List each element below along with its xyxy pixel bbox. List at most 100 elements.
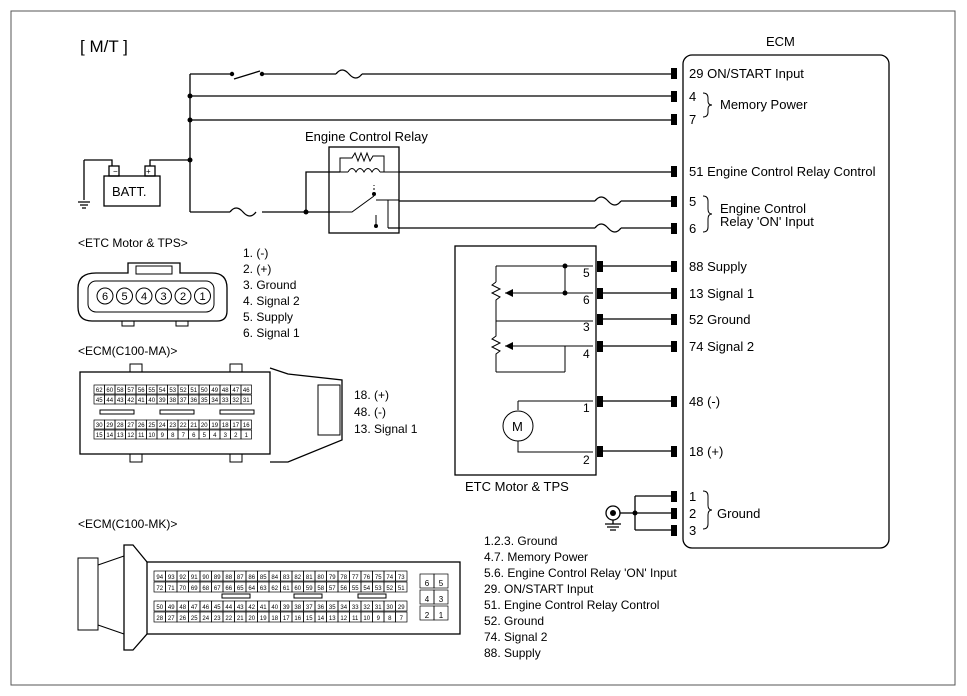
ma-pin: 40 bbox=[148, 398, 155, 404]
ecm-pin-2-num: 2 bbox=[689, 506, 696, 521]
ecm-pin-51-terminal bbox=[671, 166, 677, 177]
mk-pin: 47 bbox=[191, 605, 198, 611]
mk-pin: 11 bbox=[352, 616, 359, 622]
ma-pin: 6 bbox=[192, 433, 196, 439]
ma-legend-3: 13. Signal 1 bbox=[354, 422, 418, 436]
fuse-icon bbox=[229, 207, 257, 217]
plus-icon: + bbox=[146, 167, 151, 176]
ma-pin: 38 bbox=[169, 398, 176, 404]
ma-pin: 44 bbox=[106, 398, 113, 404]
mk-pin-cell bbox=[395, 611, 408, 623]
ecm-pin-51-num: 51 bbox=[689, 164, 703, 179]
mk-pin: 30 bbox=[386, 605, 393, 611]
ecm-pin-48-terminal bbox=[671, 396, 677, 407]
etc-box-label: ETC Motor & TPS bbox=[465, 479, 569, 494]
mk-legend-4: 29. ON/START Input bbox=[484, 582, 594, 596]
svg-text:29 ON/START Input: 29 ON/START Input bbox=[689, 66, 804, 81]
ground-icon bbox=[78, 201, 90, 209]
mk-pin: 24 bbox=[202, 616, 209, 622]
ecm-pin-52: 52 Ground bbox=[671, 312, 750, 327]
ma-pin: 22 bbox=[180, 423, 187, 429]
ecm-pin-51: 51 Engine Control Relay Control bbox=[671, 164, 876, 179]
ground-label: Ground bbox=[717, 506, 760, 521]
etc-conn-pin: 3 bbox=[160, 291, 166, 303]
mk-pin: 82 bbox=[294, 575, 301, 581]
ma-pin: 53 bbox=[169, 388, 176, 394]
ma-pin: 3 bbox=[224, 433, 228, 439]
mk-pin: 17 bbox=[283, 616, 290, 622]
ma-pin: 42 bbox=[127, 398, 134, 404]
ecm-pin-74: 74 Signal 2 bbox=[671, 339, 754, 354]
mk-side-pin: 5 bbox=[439, 579, 444, 588]
ma-pin: 32 bbox=[232, 398, 239, 404]
ma-pin: 7 bbox=[182, 433, 186, 439]
mk-pin: 59 bbox=[306, 586, 313, 592]
mk-pin: 9 bbox=[377, 616, 381, 622]
etc-legend-2: 2. (+) bbox=[243, 262, 271, 276]
ma-pin: 30 bbox=[96, 423, 103, 429]
ma-pin-cell bbox=[240, 419, 252, 430]
mk-pin: 31 bbox=[375, 605, 382, 611]
etc-connector-body bbox=[77, 262, 228, 322]
ma-pin: 43 bbox=[117, 398, 124, 404]
ma-pin: 17 bbox=[232, 423, 239, 429]
mk-pin-cell bbox=[395, 600, 408, 612]
mk-legend-6: 52. Ground bbox=[484, 614, 544, 628]
etc-conn-pin: 5 bbox=[121, 291, 127, 303]
ma-legend-2: 48. (-) bbox=[354, 405, 386, 419]
mk-pin: 69 bbox=[191, 586, 198, 592]
ma-pin: 21 bbox=[190, 423, 197, 429]
ma-pin: 4 bbox=[213, 433, 217, 439]
mk-pin: 42 bbox=[248, 605, 255, 611]
mk-pin: 81 bbox=[306, 575, 313, 581]
ecm-label: ECM bbox=[766, 34, 795, 49]
ma-pin: 23 bbox=[169, 423, 176, 429]
etc-conn-pin-circle bbox=[194, 287, 211, 305]
engine-control-relay: Engine Control Relay bbox=[305, 129, 428, 234]
memory-power-brace bbox=[702, 92, 713, 118]
ecm-ground bbox=[605, 495, 671, 531]
etc-conn-pin-circle bbox=[135, 287, 153, 305]
mk-pin: 29 bbox=[398, 605, 405, 611]
ma-pin: 31 bbox=[243, 398, 250, 404]
ecm-pin-2: 2 bbox=[671, 506, 696, 521]
mk-pin: 70 bbox=[179, 586, 186, 592]
mk-pin: 79 bbox=[329, 575, 336, 581]
mk-pin: 10 bbox=[363, 616, 370, 622]
etc-pin-5: 5 bbox=[583, 266, 590, 280]
mk-pin: 92 bbox=[179, 575, 186, 581]
ma-pin: 27 bbox=[127, 423, 134, 429]
etc-conn-pin-circle bbox=[96, 287, 114, 305]
mk-pin: 22 bbox=[225, 616, 232, 622]
mk-legend-3: 5.6. Engine Control Relay 'ON' Input bbox=[484, 566, 677, 580]
ma-pin: 46 bbox=[243, 388, 250, 394]
mk-pin: 80 bbox=[317, 575, 324, 581]
ecm-pin-74-terminal bbox=[671, 341, 677, 352]
mk-title: <ECM(C100-MK)> bbox=[78, 517, 177, 531]
ma-pin: 26 bbox=[138, 423, 145, 429]
ma-pin: 12 bbox=[127, 433, 134, 439]
etc-pin-3: 3 bbox=[583, 320, 590, 334]
ecm-pin-48-num: 48 bbox=[689, 394, 703, 409]
ma-pin: 11 bbox=[138, 433, 145, 439]
ma-pin: 29 bbox=[106, 423, 113, 429]
mk-pin: 23 bbox=[214, 616, 221, 622]
mk-pin: 71 bbox=[168, 586, 175, 592]
mk-pin: 66 bbox=[225, 586, 232, 592]
power-wiring bbox=[187, 69, 671, 217]
mk-pin: 38 bbox=[294, 605, 301, 611]
ecm-pin-6: 6 bbox=[671, 221, 696, 236]
ecm-pin-5: 5 bbox=[671, 194, 696, 209]
mk-pin: 36 bbox=[317, 605, 324, 611]
ma-pin: 5 bbox=[203, 433, 207, 439]
etc-conn-title: <ETC Motor & TPS> bbox=[78, 236, 188, 250]
ma-pin: 8 bbox=[171, 433, 175, 439]
ecm-pin-7-terminal bbox=[671, 114, 677, 125]
svg-text:52 Ground: 52 Ground bbox=[689, 312, 750, 327]
etc-legend-3: 3. Ground bbox=[243, 278, 296, 292]
etc-conn-pin: 2 bbox=[180, 291, 186, 303]
ma-pin: 1 bbox=[245, 433, 249, 439]
